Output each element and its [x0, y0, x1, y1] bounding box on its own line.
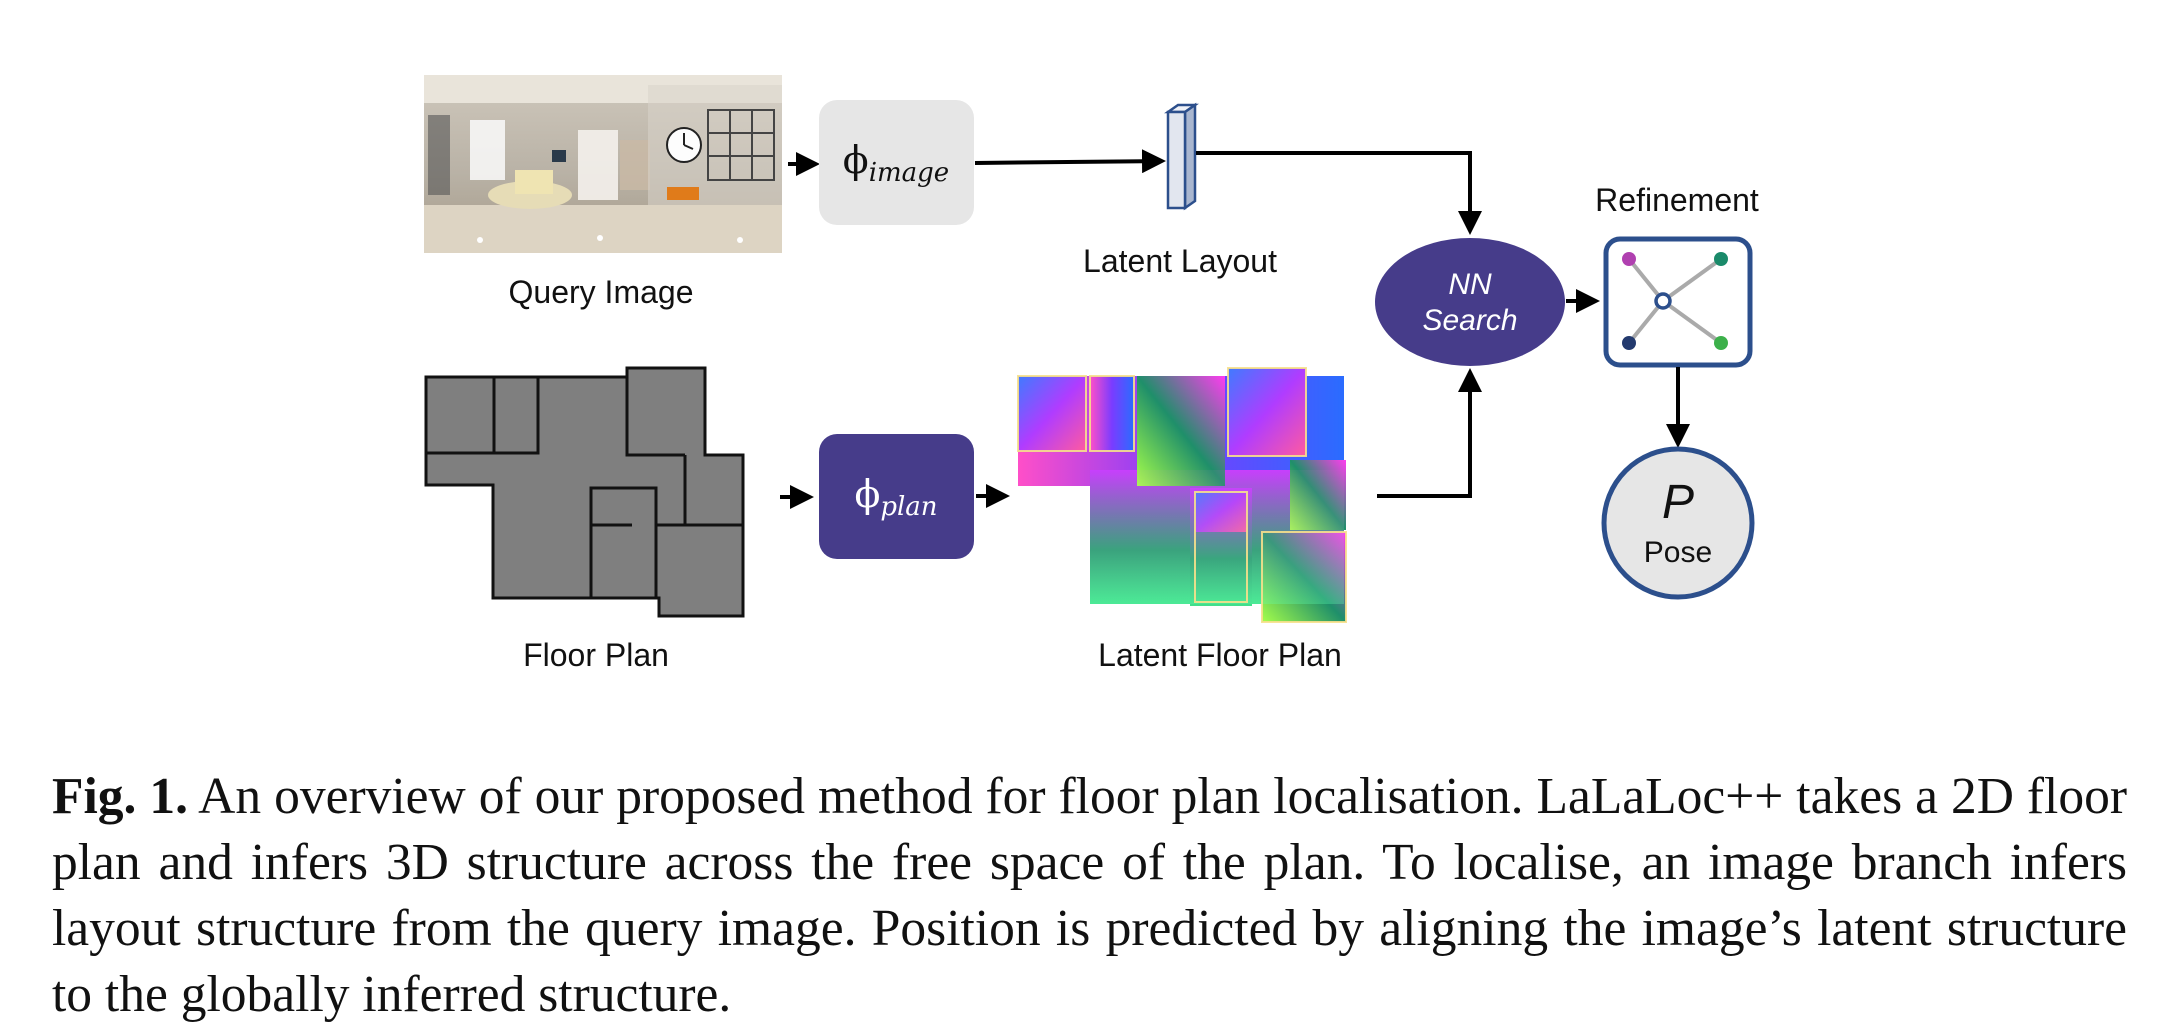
floor-plan-label: Floor Plan [523, 637, 669, 673]
phi-symbol: ϕ [843, 138, 869, 182]
refinement-graph-icon [1603, 236, 1753, 368]
caption-text: An overview of our proposed method for f… [52, 767, 2127, 1023]
latent-floor-plan-label: Latent Floor Plan [1098, 637, 1342, 673]
nn-search-label-line2: Search [1422, 304, 1517, 337]
latent-floor-plan [1017, 367, 1347, 623]
pose-node [1601, 446, 1755, 600]
figure-number: Fig. 1. [52, 767, 189, 825]
plan-encoder-box [819, 434, 974, 559]
latent-layout-label: Latent Layout [1083, 243, 1277, 279]
arrow-latent-layout-to-nn-search [1196, 151, 1482, 235]
phi-image-subscript: image [869, 158, 950, 188]
latent-layout-vector [1164, 102, 1199, 211]
plan-encoder-label: ϕplan [854, 472, 937, 522]
method-overview-diagram: Query Image ϕimage Latent Layout NN Sear… [424, 75, 1759, 673]
phi-symbol-plan: ϕ [854, 472, 880, 516]
nn-search-node [1375, 238, 1565, 366]
arrow-latent-floor-plan-to-nn-search [1377, 368, 1482, 498]
figure-caption: Fig. 1. An overview of our proposed meth… [52, 764, 2127, 1028]
pose-symbol: P [1662, 476, 1694, 529]
refinement-label: Refinement [1595, 182, 1759, 218]
pose-label: Pose [1644, 536, 1712, 569]
phi-plan-subscript: plan [880, 492, 937, 522]
floor-plan-shape [424, 366, 745, 618]
query-image [424, 75, 782, 253]
query-image-label: Query Image [509, 274, 694, 310]
image-encoder-box [819, 100, 974, 225]
arrow-encoder-to-latent-layout [974, 149, 1166, 174]
nn-search-label-line1: NN [1448, 268, 1492, 301]
image-encoder-label: ϕimage [843, 138, 949, 188]
